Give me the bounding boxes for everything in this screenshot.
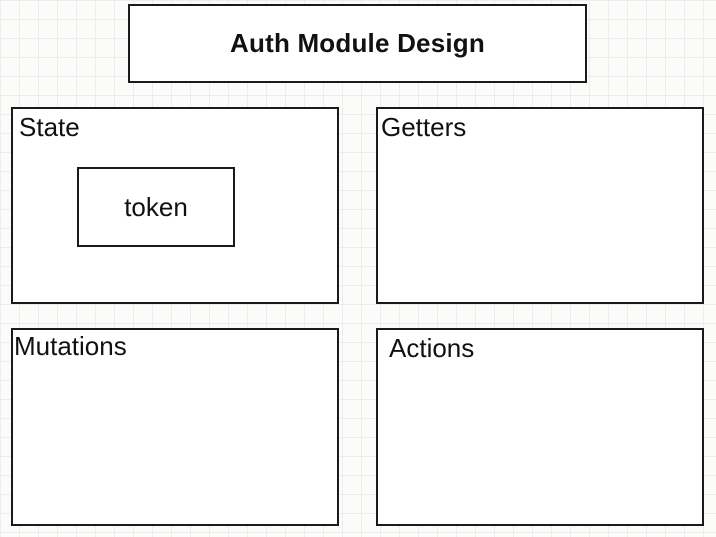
- diagram-title: Auth Module Design: [230, 28, 485, 58]
- state-box: State token: [11, 107, 339, 304]
- token-box: token: [77, 167, 235, 247]
- mutations-label: Mutations: [14, 331, 127, 361]
- state-label: State: [19, 112, 80, 142]
- getters-label: Getters: [381, 112, 467, 142]
- title-box: Auth Module Design: [128, 4, 587, 83]
- token-label: token: [124, 191, 188, 222]
- actions-box: Actions: [376, 328, 704, 526]
- actions-label: Actions: [389, 333, 475, 363]
- getters-box: Getters: [376, 107, 704, 304]
- mutations-box: Mutations: [11, 328, 339, 526]
